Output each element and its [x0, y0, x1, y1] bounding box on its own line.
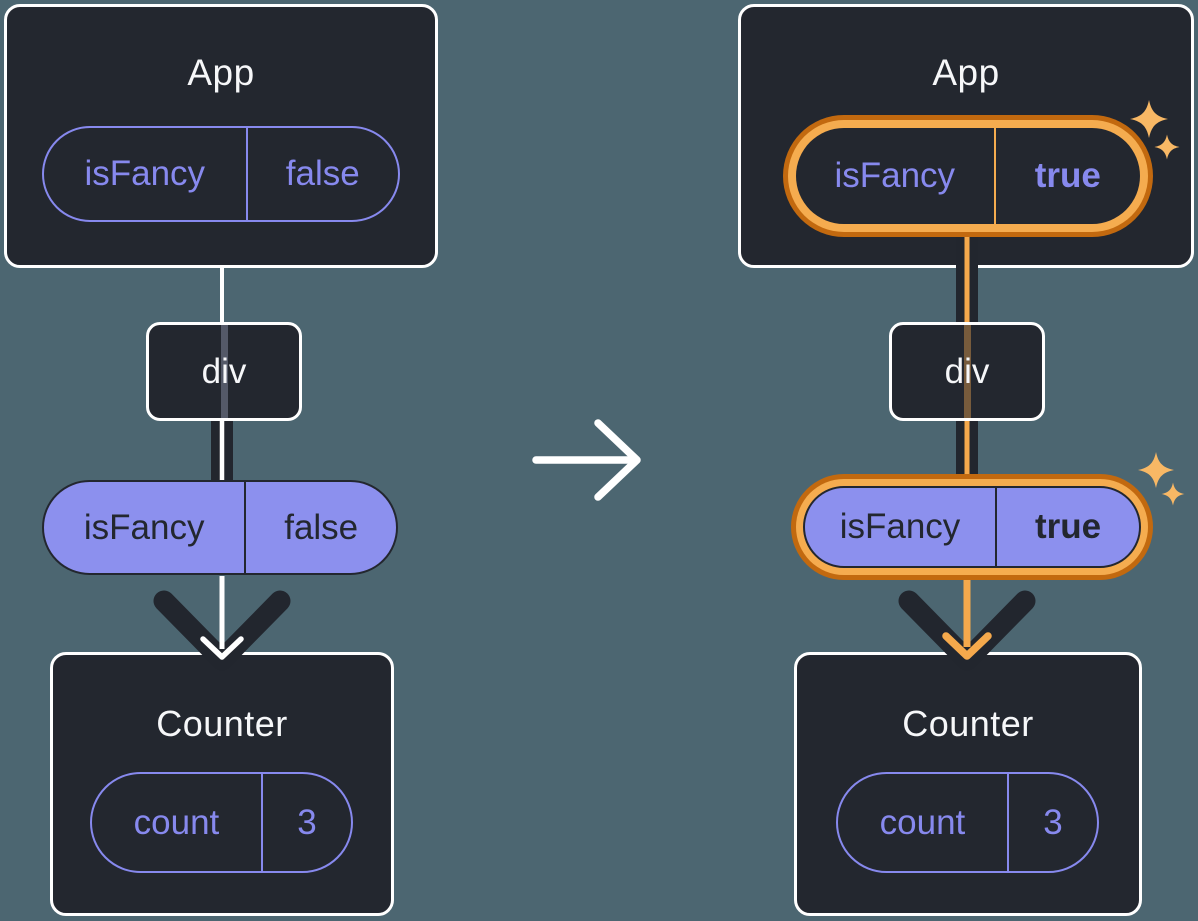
- state-pill-app-after-highlight: isFancy true: [783, 115, 1153, 237]
- right-arrow-icon: [532, 419, 641, 501]
- state-pill-app-after: isFancy true: [796, 128, 1140, 224]
- pass-through-line: [221, 325, 228, 418]
- prop-pill-after: isFancy true: [803, 486, 1141, 568]
- prop-pill-after-highlight: isFancy true: [791, 474, 1153, 580]
- component-title: App: [932, 52, 1000, 93]
- sparkles-icon: [1154, 134, 1180, 160]
- state-value: false: [285, 154, 360, 193]
- prop-key: isFancy: [839, 507, 961, 546]
- render-arrow-icon: [898, 590, 1036, 671]
- element-label: div: [944, 351, 990, 391]
- render-arrow-icon: [200, 636, 244, 660]
- div-element-box-after: div: [889, 322, 1045, 421]
- sparkles-icon: [1130, 100, 1168, 138]
- state-pill-counter-after: count 3: [836, 772, 1099, 873]
- highlight-ring: isFancy true: [788, 120, 1148, 232]
- state-key: count: [133, 802, 220, 842]
- component-title: App: [187, 52, 255, 93]
- prop-value: false: [284, 507, 359, 547]
- highlight-ring: isFancy true: [796, 479, 1148, 575]
- component-title: Counter: [902, 703, 1034, 744]
- prop-value: true: [1034, 507, 1102, 546]
- div-element-box-before: div: [146, 322, 302, 421]
- state-key: isFancy: [834, 156, 956, 195]
- state-pill-counter-before: count 3: [90, 772, 353, 873]
- state-key: count: [879, 802, 966, 842]
- sparkles-icon: [1161, 482, 1185, 506]
- state-value: 3: [297, 802, 317, 842]
- element-label: div: [201, 351, 247, 391]
- state-key: isFancy: [84, 154, 206, 193]
- state-value: 3: [1043, 802, 1063, 842]
- component-title: Counter: [156, 703, 288, 744]
- state-pill-app-before: isFancy false: [42, 126, 400, 222]
- pass-through-line: [964, 325, 971, 418]
- render-arrow-icon: [942, 632, 992, 660]
- prop-key: isFancy: [83, 507, 205, 547]
- render-arrow-icon: [153, 590, 291, 671]
- prop-pill-before: isFancy false: [42, 480, 398, 575]
- sparkles-icon: [1138, 452, 1174, 488]
- state-value: true: [1034, 156, 1101, 195]
